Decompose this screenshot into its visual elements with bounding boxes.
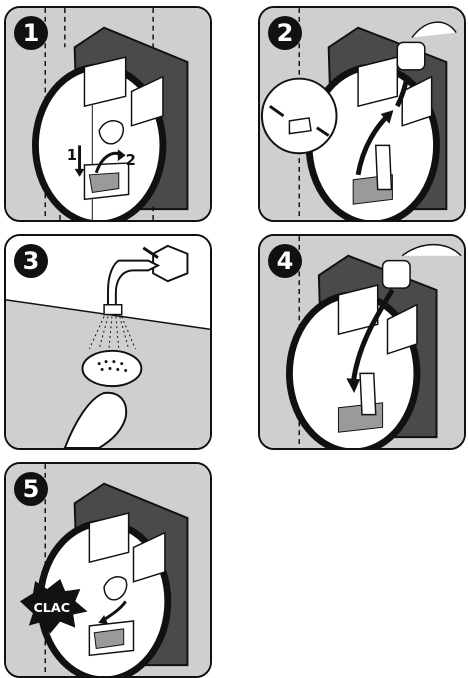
step-number-badge: 2 bbox=[268, 16, 302, 50]
filter-icon bbox=[376, 145, 392, 189]
arrow-label-1: 1 bbox=[67, 147, 77, 164]
arrow-label-2: 2 bbox=[126, 152, 136, 169]
step-number-badge: 3 bbox=[14, 244, 48, 278]
step-3-panel: 3 bbox=[4, 234, 212, 450]
tap-icon bbox=[153, 246, 187, 281]
filter-icon bbox=[360, 373, 376, 414]
step-5-panel: 5 CLAC bbox=[4, 462, 212, 678]
clac-sound-label: CLAC bbox=[33, 601, 70, 616]
step-1-panel: 1 1 2 bbox=[4, 6, 212, 222]
step-2-panel: 2 bbox=[258, 6, 466, 222]
step-4-panel: 4 bbox=[258, 234, 466, 450]
hand-icon bbox=[289, 118, 311, 134]
step-number-badge: 4 bbox=[268, 244, 302, 278]
step-number-badge: 5 bbox=[14, 472, 48, 506]
step-number-badge: 1 bbox=[14, 16, 48, 50]
filter-icon bbox=[83, 351, 142, 386]
